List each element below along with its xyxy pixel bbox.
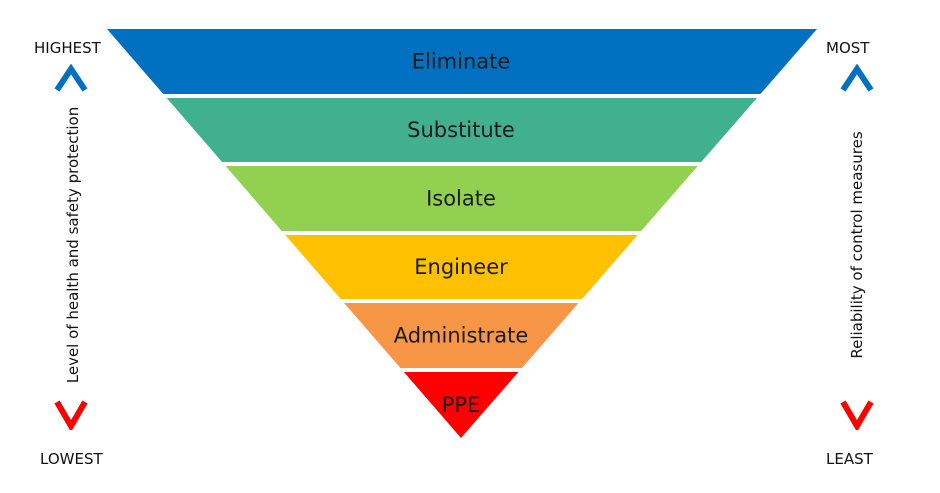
- chevron-up-icon: [840, 64, 874, 92]
- tier-label-eliminate: Eliminate: [412, 50, 511, 74]
- tier-isolate: [225, 166, 698, 231]
- right-axis-title: Reliability of control measures: [848, 131, 866, 359]
- chevron-up-stroke: [54, 64, 88, 92]
- chevron-down-stroke: [54, 400, 88, 430]
- tier-label-isolate: Isolate: [426, 187, 496, 211]
- tier-administrate: [344, 303, 579, 368]
- chevron-up-stroke: [840, 64, 874, 92]
- tier-substitute: [166, 98, 757, 162]
- right-top-label: MOST: [826, 39, 870, 57]
- right-bottom-label: LEAST: [826, 450, 873, 468]
- tier-engineer: [285, 235, 638, 299]
- tier-label-engineer: Engineer: [414, 255, 508, 279]
- chevron-down-icon: [54, 400, 88, 430]
- left-top-label: HIGHEST: [34, 39, 101, 57]
- left-bottom-label: LOWEST: [40, 450, 103, 468]
- chevron-down-stroke: [840, 400, 874, 430]
- chevron-down-icon: [840, 400, 874, 430]
- left-axis-title: Level of health and safety protection: [64, 106, 82, 384]
- tier-label-administrate: Administrate: [394, 324, 529, 348]
- tier-ppe: [403, 372, 519, 438]
- chevron-up-icon: [54, 64, 88, 92]
- tier-label-substitute: Substitute: [407, 118, 515, 142]
- tier-eliminate: [107, 29, 817, 94]
- tier-label-ppe: PPE: [442, 393, 481, 417]
